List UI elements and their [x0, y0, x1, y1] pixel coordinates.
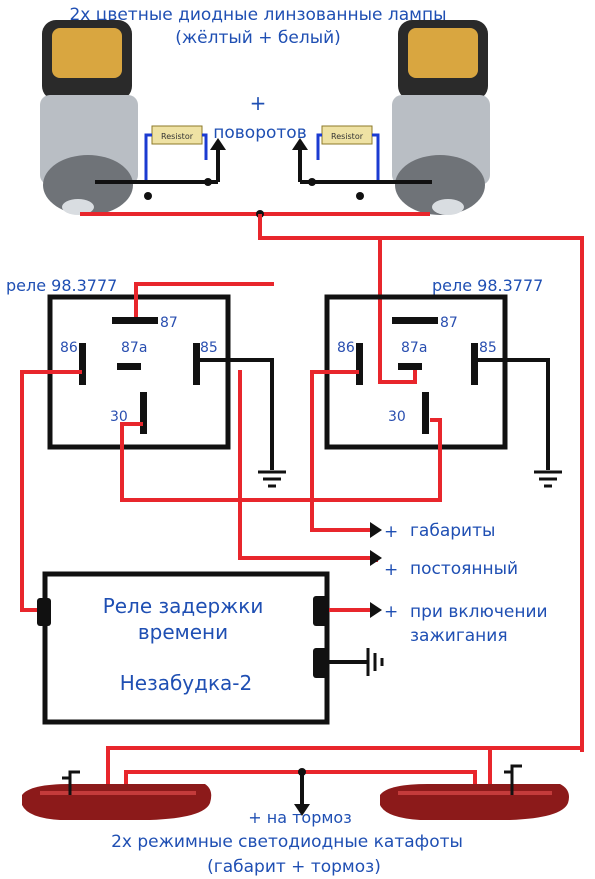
postoyanny-plus: +: [384, 560, 398, 580]
relay-right-pin86: 86: [337, 340, 355, 356]
footer-line2: (габарит + тормоз): [207, 857, 381, 877]
lamp-left: [40, 20, 138, 215]
footer-line1: 2х режимные светодиодные катафоты: [111, 832, 463, 852]
relay-left-pin85: 85: [200, 340, 218, 356]
arrow-turn-left: [210, 138, 226, 150]
wire-reflector-bus: [106, 746, 582, 795]
delay-relay-line3: Незабудка-2: [120, 671, 253, 695]
arrow-turn-right: [292, 138, 308, 150]
relay-right-title: реле 98.3777: [432, 276, 543, 295]
relay-left-title: реле 98.3777: [6, 276, 117, 295]
relay-right: 86 87 87a 85 30: [324, 294, 508, 450]
wire-left-30: [120, 418, 442, 502]
delay-relay-body: [42, 571, 330, 725]
wire-left-ground: [200, 358, 274, 470]
wire-right-ground: [478, 358, 550, 470]
postoyanny-label: постоянный: [410, 559, 518, 579]
relay-left-pin87: 87: [160, 315, 178, 331]
ignition-plus: +: [384, 602, 398, 622]
relay-right-pin85: 85: [479, 340, 497, 356]
delay-relay: Реле задержки времени Незабудка-2: [37, 571, 330, 725]
red-main-right: [258, 214, 584, 752]
ground-delay-icon: [366, 648, 384, 676]
arrow-ignition: [370, 602, 382, 618]
delay-relay-line1: Реле задержки: [103, 594, 264, 618]
relay-left-pin30: 30: [110, 409, 128, 425]
turn-label: поворотов: [213, 123, 306, 143]
resistor-left: Resistor: [144, 125, 208, 184]
resistor-left-text: Resistor: [161, 132, 194, 141]
arrow-brake: [294, 804, 310, 816]
ignition-line1: при включении: [410, 602, 548, 622]
relay-left-pin87a: 87a: [121, 340, 147, 356]
lamp-right: [392, 20, 490, 215]
header-line1: 2х цветные диодные линзованные лампы: [69, 5, 446, 25]
wire-left-87: [134, 282, 274, 317]
ground-right-icon: [534, 470, 562, 488]
reflector-right: [380, 764, 569, 820]
reflector-left: [22, 770, 212, 820]
resistor-right-text: Resistor: [331, 132, 364, 141]
ignition-line2: зажигания: [410, 626, 508, 646]
relay-right-pin87: 87: [440, 315, 458, 331]
gabarity-label: габариты: [410, 521, 495, 541]
ground-left-icon: [258, 470, 286, 488]
relay-left-pin86: 86: [60, 340, 78, 356]
gabarity-plus: +: [384, 522, 398, 542]
wire-right-86: [310, 370, 372, 532]
arrow-gabarity: [370, 522, 382, 538]
red-to-right-relay: [378, 238, 417, 384]
wire-left-86: [20, 370, 82, 612]
resistor-right: Resistor: [316, 125, 380, 184]
header-line2: (жёлтый + белый): [175, 28, 341, 48]
brake-label: + на тормоз: [248, 808, 351, 827]
relay-right-pin87a: 87a: [401, 340, 427, 356]
wire-postoyanny: [238, 370, 372, 560]
turn-plus: +: [250, 91, 267, 115]
delay-relay-line2: времени: [138, 620, 228, 644]
arrow-postoyanny: [370, 550, 382, 566]
relay-right-pin30: 30: [388, 409, 406, 425]
